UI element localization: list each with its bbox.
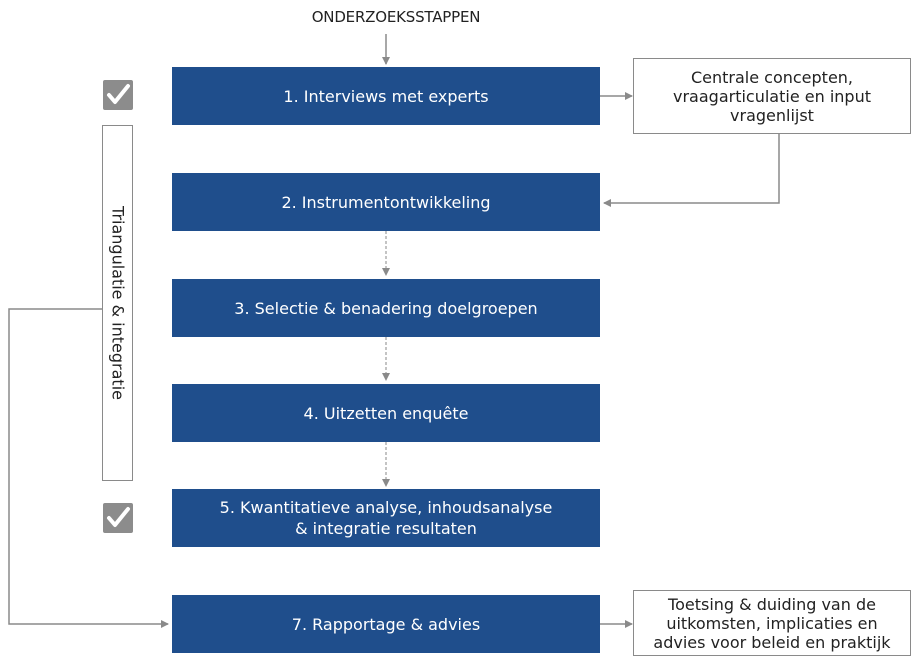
step-1-label: 1. Interviews met experts [283, 86, 489, 106]
triangulation-box: Triangulatie & integratie [102, 125, 133, 481]
diagram-title: ONDERZOEKSSTAPPEN [311, 8, 481, 26]
step-7-box: 7. Rapportage & advies [172, 595, 600, 653]
step-4-box: 4. Uitzetten enquête [172, 384, 600, 442]
arrow-side-to-step7 [8, 308, 169, 628]
triangulation-label: Triangulatie & integratie [108, 206, 127, 400]
step-7-output-note: Toetsing & duiding van de uitkomsten, im… [633, 590, 911, 656]
step-4-label: 4. Uitzetten enquête [303, 403, 469, 423]
step-3-box: 3. Selectie & benadering doelgroepen [172, 279, 600, 337]
step-1-output-note: Centrale concepten, vraagarticulatie en … [633, 58, 911, 134]
step-5-box: 5. Kwantitatieve analyse, inhoudsanalyse… [172, 489, 600, 547]
check-icon [103, 503, 133, 533]
step-1-box: 1. Interviews met experts [172, 67, 600, 125]
arrow-note-to-step2 [603, 134, 780, 207]
step-2-label: 2. Instrumentontwikkeling [281, 192, 491, 212]
step-1-output-text: Centrale concepten, vraagarticulatie en … [673, 67, 871, 125]
step-3-label: 3. Selectie & benadering doelgroepen [234, 298, 538, 318]
check-icon [103, 80, 133, 110]
step-7-output-text: Toetsing & duiding van de uitkomsten, im… [653, 594, 891, 652]
step-5-label: 5. Kwantitatieve analyse, inhoudsanalyse… [219, 498, 553, 538]
step-2-box: 2. Instrumentontwikkeling [172, 173, 600, 231]
step-7-label: 7. Rapportage & advies [291, 614, 481, 634]
